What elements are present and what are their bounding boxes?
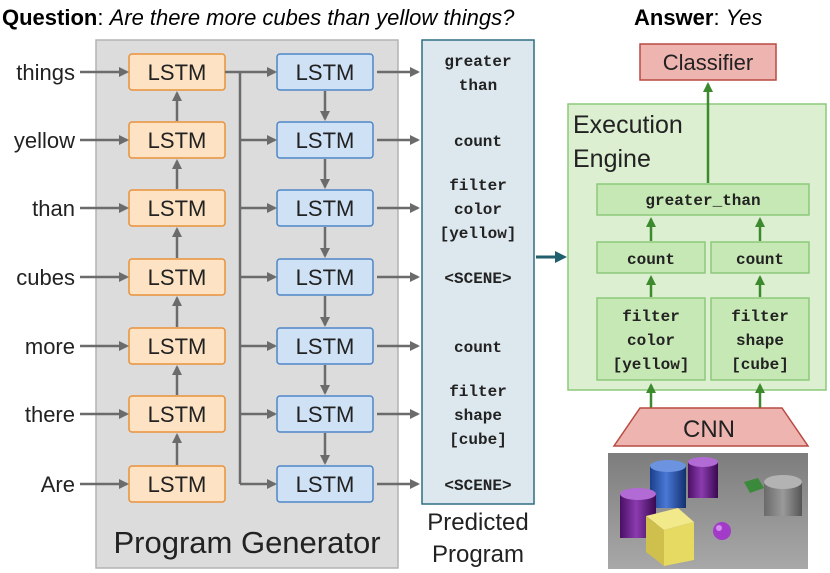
predicted-program-tokens: greater than count filter color [yellow] <SCEN… <box>440 53 517 495</box>
encoder-lstm-label: LSTM <box>148 265 207 290</box>
input-word-3: cubes <box>16 265 75 290</box>
predicted-program-label-line2: Program <box>432 541 524 568</box>
encoder-lstm-box <box>128 189 226 227</box>
answer-text: Yes <box>726 5 763 30</box>
engine-filter-left-box <box>596 297 706 381</box>
engine-filter-right-line3: [cube] <box>731 356 789 374</box>
decoder-lstm-label: LSTM <box>296 60 355 85</box>
engine-greater-than-label: greater_than <box>645 192 760 210</box>
decoder-lstm-box <box>276 395 374 433</box>
encoder-lstm-label: LSTM <box>148 402 207 427</box>
program-token: filter <box>449 177 507 195</box>
decoder-lstm-label: LSTM <box>296 334 355 359</box>
program-token: [yellow] <box>440 225 517 243</box>
encoder-lstm-box <box>128 465 226 503</box>
encoder-lstm-label: LSTM <box>148 334 207 359</box>
program-token: count <box>454 339 502 357</box>
cnn-box <box>612 407 810 447</box>
cnn-label: CNN <box>683 416 735 443</box>
engine-filter-left-line1: filter <box>622 308 680 326</box>
question-colon: : <box>97 5 109 30</box>
answer-colon: : <box>713 5 725 30</box>
decoder-lstm-box <box>276 258 374 296</box>
encoder-lstm-box <box>128 258 226 296</box>
engine-filter-left-line3: [yellow] <box>613 356 690 374</box>
engine-count-right-box <box>710 241 810 274</box>
program-token: greater <box>444 53 511 71</box>
question-text: Are there more cubes than yellow things? <box>108 5 516 30</box>
input-word-0: things <box>16 60 75 85</box>
engine-count-left-box <box>596 241 706 274</box>
program-token: count <box>454 133 502 151</box>
encoder-lstm-label: LSTM <box>148 196 207 221</box>
program-token: than <box>459 77 497 95</box>
input-word-1: yellow <box>14 128 75 153</box>
engine-filter-left-line2: color <box>627 332 675 350</box>
engine-filter-right-box <box>710 297 810 381</box>
input-word-4: more <box>25 334 75 359</box>
decoder-lstm-stack: LSTM LSTM LSTM LSTM LSTM LSTM LSTM <box>276 53 374 503</box>
engine-count-left-label: count <box>627 251 675 269</box>
engine-filter-right-line2: shape <box>736 332 784 350</box>
program-token: <SCENE> <box>444 270 511 288</box>
predicted-program-label-line1: Predicted <box>427 509 528 536</box>
decoder-lstm-label: LSTM <box>296 128 355 153</box>
classifier-label: Classifier <box>663 50 753 75</box>
decoder-lstm-box <box>276 121 374 159</box>
engine-filter-right-line1: filter <box>731 308 789 326</box>
program-token: [cube] <box>449 431 507 449</box>
program-generator-label: Program Generator <box>113 525 380 560</box>
execution-engine-label-line2: Engine <box>573 145 651 173</box>
program-token: shape <box>454 407 502 425</box>
encoder-lstm-box <box>128 395 226 433</box>
encoder-lstm-label: LSTM <box>148 128 207 153</box>
input-word-5: there <box>25 402 75 427</box>
answer-line: Answer: Yes <box>634 5 762 30</box>
program-token: color <box>454 201 502 219</box>
classifier-box <box>639 43 777 81</box>
encoder-lstm-box <box>128 121 226 159</box>
execution-engine-label-line1: Execution <box>573 111 683 139</box>
encoder-lstm-label: LSTM <box>148 472 207 497</box>
question-line: Question: Are there more cubes than yell… <box>2 5 515 30</box>
input-word-2: than <box>32 196 75 221</box>
decoder-lstm-box <box>276 53 374 91</box>
encoder-lstm-stack: LSTM LSTM LSTM LSTM LSTM LSTM LSTM <box>128 53 226 503</box>
decoder-lstm-box <box>276 465 374 503</box>
predicted-program-panel <box>421 39 535 505</box>
scene-image <box>608 453 808 569</box>
encoder-lstm-label: LSTM <box>148 60 207 85</box>
decoder-lstm-label: LSTM <box>296 472 355 497</box>
engine-greater-than-box <box>596 183 810 216</box>
encoder-lstm-box <box>128 327 226 365</box>
decoder-lstm-label: LSTM <box>296 196 355 221</box>
decoder-lstm-label: LSTM <box>296 265 355 290</box>
engine-count-right-label: count <box>736 251 784 269</box>
decoder-lstm-label: LSTM <box>296 402 355 427</box>
program-token: filter <box>449 383 507 401</box>
answer-label: Answer <box>634 5 714 30</box>
decoder-lstm-box <box>276 327 374 365</box>
decoder-lstm-box <box>276 189 374 227</box>
generator-arrows <box>80 67 420 489</box>
question-label: Question <box>2 5 97 30</box>
input-word-6: Are <box>41 472 75 497</box>
program-token: <SCENE> <box>444 477 511 495</box>
